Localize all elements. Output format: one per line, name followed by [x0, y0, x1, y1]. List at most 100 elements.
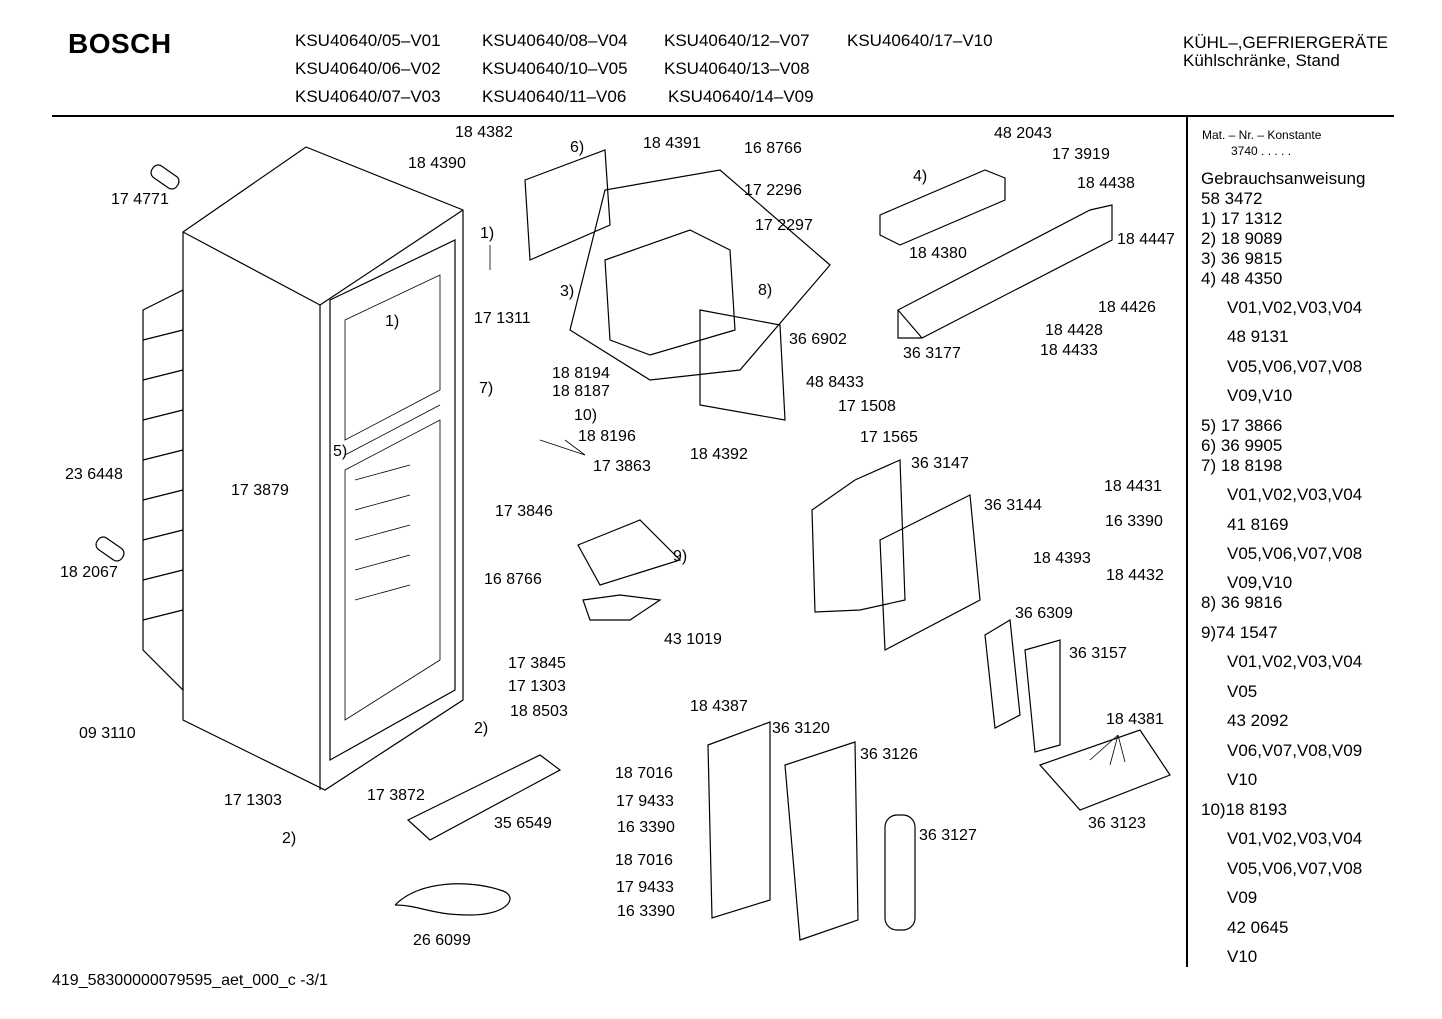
sidebar-item: V09	[1227, 888, 1258, 907]
sidebar-item: 42 0645	[1227, 918, 1289, 937]
part-label: 36 6902	[789, 331, 847, 348]
sidebar-item: V05,V06,V07,V08	[1227, 859, 1363, 878]
model-number: KSU40640/12–V07	[664, 31, 810, 50]
part-label: 16 8766	[744, 140, 802, 157]
sidebar-item: 41 8169	[1227, 515, 1289, 534]
part-label: 6)	[570, 139, 585, 156]
part-label: 36 3123	[1088, 815, 1146, 832]
sidebar-item: V01,V02,V03,V04	[1227, 485, 1363, 504]
part-label: 18 4428	[1045, 322, 1103, 339]
part-label: 18 4432	[1106, 567, 1164, 584]
part-label: 17 3879	[231, 482, 289, 499]
part-label: 1)	[480, 225, 495, 242]
part-label: 17 3919	[1052, 146, 1110, 163]
sidebar-item: V09,V10	[1227, 386, 1293, 405]
part-label: 17 4771	[111, 191, 169, 208]
part-label: 17 3846	[495, 503, 553, 520]
part-label: 36 6309	[1015, 605, 1073, 622]
part-label: 2)	[282, 830, 297, 847]
model-number: KSU40640/13–V08	[664, 59, 810, 78]
model-number: KSU40640/06–V02	[295, 59, 441, 78]
model-number: KSU40640/08–V04	[482, 31, 628, 50]
sidebar-item: 8) 36 9816	[1201, 593, 1283, 612]
part-label: 18 4392	[690, 446, 748, 463]
sidebar-item: V01,V02,V03,V04	[1227, 829, 1363, 848]
part-label: 48 8433	[806, 374, 864, 391]
part-label: 18 4433	[1040, 342, 1098, 359]
document-code: 419_58300000079595_aet_000_c	[52, 972, 296, 989]
part-label: 17 1303	[224, 792, 282, 809]
part-label: 8)	[758, 282, 773, 299]
part-label: 10)	[574, 407, 598, 424]
part-label: 36 3157	[1069, 645, 1127, 662]
part-label: 17 3845	[508, 655, 566, 672]
model-number: KSU40640/05–V01	[295, 31, 441, 50]
part-label: 36 3127	[919, 827, 977, 844]
sidebar-item: 2) 18 9089	[1201, 229, 1283, 248]
condenser-coil-drawing	[142, 289, 184, 692]
part-label: 18 8503	[510, 703, 568, 720]
part-label: 18 4387	[690, 698, 748, 715]
sidebar-item: V05,V06,V07,V08	[1227, 357, 1363, 376]
sidebar-item: Gebrauchsanweisung	[1201, 169, 1366, 188]
part-label: 18 4393	[1033, 550, 1091, 567]
power-cord-drawing	[394, 883, 511, 916]
sidebar-item: 6) 36 9905	[1201, 436, 1283, 455]
part-label: 17 2297	[755, 217, 813, 234]
bottom-parts-drawing	[406, 519, 682, 841]
cover-panels-drawing	[811, 459, 981, 651]
part-label: 36 3177	[903, 345, 961, 362]
part-label: 2)	[474, 720, 489, 737]
part-label: 23 6448	[65, 466, 123, 483]
part-label: 16 3390	[617, 903, 675, 920]
sidebar-item: 7) 18 8198	[1201, 456, 1283, 475]
part-label: 4)	[913, 168, 928, 185]
part-label: 26 6099	[413, 932, 471, 949]
sidebar-item: 48 9131	[1227, 327, 1289, 346]
part-label: 18 4391	[643, 135, 701, 152]
part-label: 1)	[385, 313, 400, 330]
model-number: KSU40640/10–V05	[482, 59, 628, 78]
sidebar-item: 43 2092	[1227, 711, 1289, 730]
part-label: 9)	[673, 548, 688, 565]
part-label: 35 6549	[494, 815, 552, 832]
part-label: 18 4380	[909, 245, 967, 262]
part-label: 16 8766	[484, 571, 542, 588]
part-label: 18 4447	[1117, 231, 1175, 248]
page-number: -3/1	[300, 972, 328, 989]
part-label: 7)	[479, 380, 494, 397]
part-label: 36 3144	[984, 497, 1042, 514]
sidebar-item: 10)18 8193	[1201, 800, 1288, 819]
part-label: 17 9433	[616, 793, 674, 810]
part-label: 18 7016	[615, 852, 673, 869]
sidebar-item: V09,V10	[1227, 573, 1293, 592]
part-label: 17 1508	[838, 398, 896, 415]
part-label: 18 8194	[552, 365, 610, 382]
part-label: 18 8187	[552, 383, 610, 400]
sidebar-item: 9)74 1547	[1201, 623, 1278, 642]
sidebar-item: V05,V06,V07,V08	[1227, 544, 1363, 563]
part-label: 43 1019	[664, 631, 722, 648]
part-label: 17 1303	[508, 678, 566, 695]
evaporator-drawing	[524, 149, 831, 421]
sidebar-item: V10	[1227, 770, 1258, 789]
part-label: 18 4438	[1077, 175, 1135, 192]
model-number: KSU40640/14–V09	[668, 87, 814, 106]
category-subtitle: Kühlschränke, Stand	[1183, 51, 1340, 70]
part-label: 36 3120	[772, 720, 830, 737]
part-label: 18 2067	[60, 564, 118, 581]
sidebar-item: V10	[1227, 947, 1258, 966]
sidebar-item: V01,V02,V03,V04	[1227, 298, 1363, 317]
sidebar-divider	[1186, 117, 1188, 967]
sidebar-item: V05	[1227, 682, 1258, 701]
part-label: 17 3863	[593, 458, 651, 475]
part-label: 18 7016	[615, 765, 673, 782]
model-number: KSU40640/11–V06	[482, 87, 627, 106]
part-label: 48 2043	[994, 125, 1052, 142]
fridge-cabinet-drawing	[182, 146, 464, 791]
part-label: 16 3390	[617, 819, 675, 836]
door-shelf-drawing	[707, 619, 1171, 941]
part-label: 18 4382	[455, 124, 513, 141]
part-label: 18 4390	[408, 155, 466, 172]
model-number: KSU40640/17–V10	[847, 31, 993, 50]
